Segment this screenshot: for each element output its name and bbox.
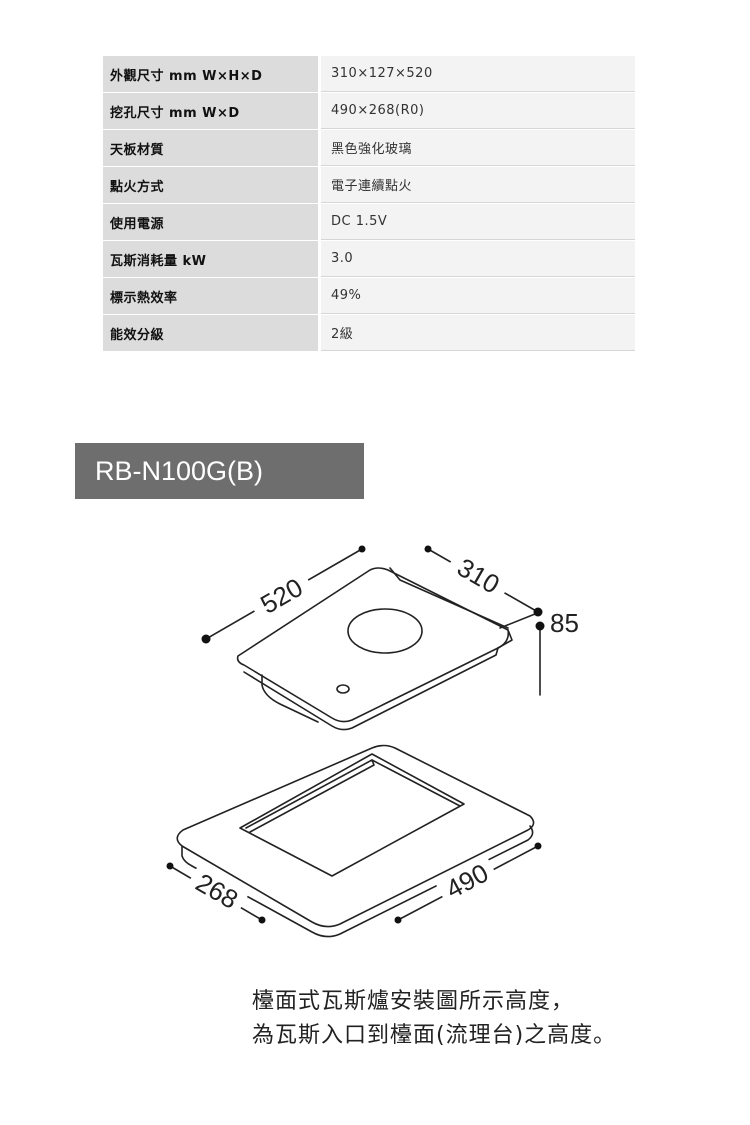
note-line-1: 檯面式瓦斯爐安裝圖所示高度， <box>252 989 575 1014</box>
spec-row: 能效分級 2級 <box>103 315 635 351</box>
cutout <box>239 753 465 877</box>
spec-label: 挖孔尺寸 mm W×D <box>103 93 318 129</box>
burner-ring <box>347 608 423 654</box>
spec-label: 使用電源 <box>103 204 318 240</box>
spec-row: 挖孔尺寸 mm W×D 490×268(R0) <box>103 93 635 129</box>
stove-body <box>261 674 319 723</box>
spec-value: 3.0 <box>321 241 635 277</box>
spec-row: 標示熱效率 49% <box>103 278 635 314</box>
spec-row: 使用電源 DC 1.5V <box>103 204 635 240</box>
spec-value: 490×268(R0) <box>321 93 635 129</box>
spec-value: 電子連續點火 <box>321 167 635 203</box>
installation-diagram: 520 310 85 268 490 <box>166 544 579 938</box>
spec-row: 外觀尺寸 mm W×H×D 310×127×520 <box>103 56 635 92</box>
model-name: RB-N100G(B) <box>95 455 264 486</box>
spec-label: 能效分級 <box>103 315 318 351</box>
spec-value: 黑色強化玻璃 <box>321 130 635 166</box>
spec-row: 點火方式 電子連續點火 <box>103 167 635 203</box>
knob <box>336 684 350 694</box>
spec-value: 49% <box>321 278 635 314</box>
spec-label: 天板材質 <box>103 130 318 166</box>
spec-label: 外觀尺寸 mm W×H×D <box>103 56 318 92</box>
spec-table: 外觀尺寸 mm W×H×D 310×127×520 挖孔尺寸 mm W×D 49… <box>103 56 635 352</box>
stove-side <box>243 647 499 731</box>
spec-value: DC 1.5V <box>321 204 635 240</box>
spec-value: 310×127×520 <box>321 56 635 92</box>
spec-row: 天板材質 黑色強化玻璃 <box>103 130 635 166</box>
spec-label: 點火方式 <box>103 167 318 203</box>
countertop <box>176 744 535 928</box>
spec-label: 標示熱效率 <box>103 278 318 314</box>
dim-label-85: 85 <box>550 608 579 638</box>
model-banner: RB-N100G(B) <box>75 443 364 499</box>
note-line-2: 為瓦斯入口到檯面(流理台)之高度。 <box>252 1023 617 1048</box>
spec-label: 瓦斯消耗量 kW <box>103 241 318 277</box>
installation-note: 檯面式瓦斯爐安裝圖所示高度， 為瓦斯入口到檯面(流理台)之高度。 <box>252 985 616 1053</box>
spec-value: 2級 <box>321 315 635 351</box>
spec-row: 瓦斯消耗量 kW 3.0 <box>103 241 635 277</box>
